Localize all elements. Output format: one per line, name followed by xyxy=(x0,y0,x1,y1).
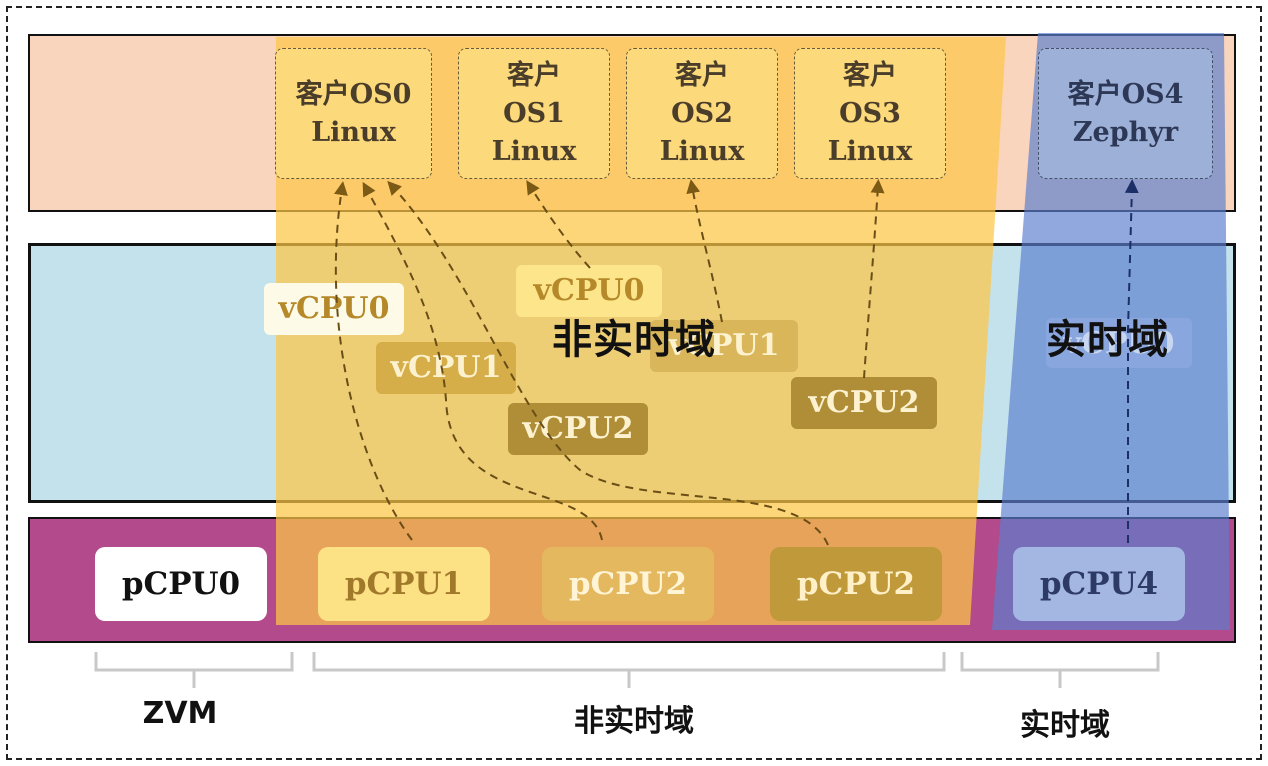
guest-os-3[interactable]: 客户 OS3 Linux xyxy=(794,48,946,179)
connector-vcpu2-os3 xyxy=(863,179,885,379)
guest-os-1[interactable]: 客户 OS1 Linux xyxy=(458,48,610,179)
guest-os-4-kernel: Zephyr xyxy=(1072,116,1179,148)
nonrealtime-domain-label: 非实时域 xyxy=(552,317,716,363)
guest-os-1-name: 客户 xyxy=(507,59,561,91)
guest-os-3-id: OS3 xyxy=(839,97,901,129)
guest-os-0-kernel: Linux xyxy=(311,116,396,148)
guest-os-3-name: 客户 xyxy=(843,59,897,91)
pcpu2-b[interactable]: pCPU2 xyxy=(770,547,942,621)
guest-os-3-kernel: Linux xyxy=(827,135,913,167)
pcpu0[interactable]: pCPU0 xyxy=(95,547,267,621)
pcpu1[interactable]: pCPU1 xyxy=(318,547,490,621)
nonrealtime-bracket xyxy=(312,652,946,688)
pcpu2-a[interactable]: pCPU2 xyxy=(542,547,714,621)
connector-pcpu2a-os0 xyxy=(362,181,603,541)
guest-os-0-name: 客户OS0 xyxy=(295,78,412,110)
realtime-label: 实时域 xyxy=(1020,708,1110,743)
guest-os-2-kernel: Linux xyxy=(659,135,745,167)
realtime-domain-label: 实时域 xyxy=(1046,317,1169,363)
connector-pcpu2b-os0 xyxy=(387,180,829,546)
connector-vcpu1-os2 xyxy=(686,179,723,323)
guest-os-2[interactable]: 客户 OS2 Linux xyxy=(626,48,778,179)
guest-os-0[interactable]: 客户OS0 Linux xyxy=(275,48,432,179)
guest-os-2-name: 客户 xyxy=(675,59,729,91)
vcpu0-os0[interactable]: vCPU0 xyxy=(264,283,404,335)
connector-pcpu1-os0 xyxy=(334,181,413,541)
outer-frame xyxy=(6,6,1262,760)
vcpu0-rt[interactable]: vCPU0 xyxy=(1046,318,1192,368)
pcpu4[interactable]: pCPU4 xyxy=(1013,547,1185,621)
vcpu0-os3[interactable]: vCPU0 xyxy=(516,265,662,317)
guest-os-1-kernel: Linux xyxy=(491,135,577,167)
guest-os-2-id: OS2 xyxy=(671,97,733,129)
zvm-bracket xyxy=(94,652,294,688)
nonrealtime-region xyxy=(276,37,1006,625)
vcpu1-os3[interactable]: vCPU1 xyxy=(650,320,798,372)
realtime-bracket xyxy=(960,652,1160,688)
vcpu2-os3[interactable]: vCPU2 xyxy=(791,377,937,429)
vcpu2-os2[interactable]: vCPU2 xyxy=(508,403,648,455)
connector-pcpu4-os4 xyxy=(1124,179,1139,543)
zvm-label: ZVM xyxy=(142,696,218,731)
guest-os-4-name: 客户OS4 xyxy=(1067,78,1184,110)
vcpu1-os1[interactable]: vCPU1 xyxy=(376,342,516,394)
guest-os-4[interactable]: 客户OS4 Zephyr xyxy=(1038,48,1213,179)
guest-os-1-id: OS1 xyxy=(503,97,565,129)
nonrealtime-label: 非实时域 xyxy=(574,704,694,739)
